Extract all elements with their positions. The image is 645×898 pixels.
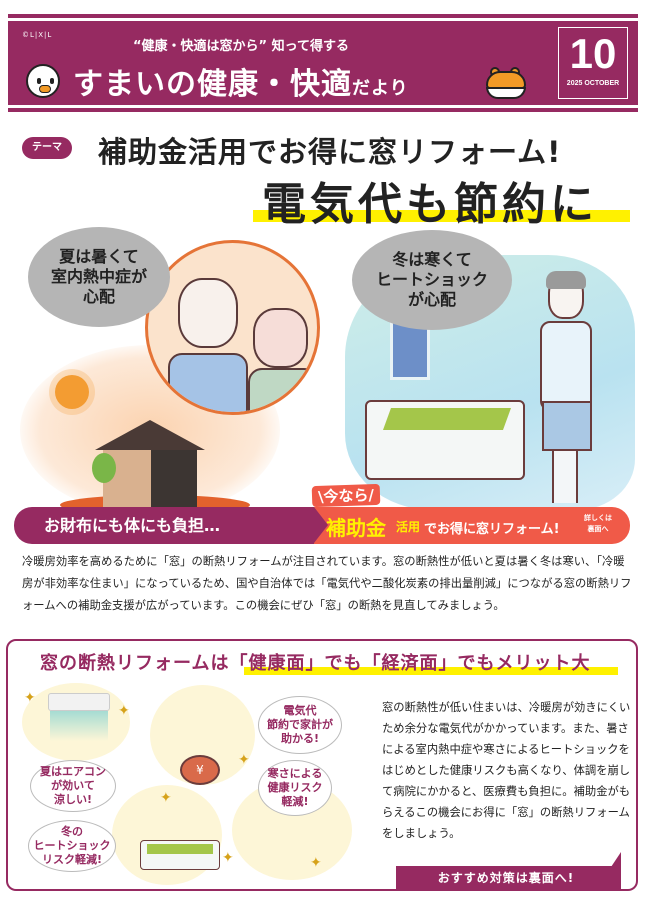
merit-box-title: 窓の断熱リフォームは「健康面」でも「経済面」でもメリット大 bbox=[40, 653, 591, 674]
headline-line1: 補助金活用でお得に窓リフォーム! bbox=[98, 135, 562, 169]
merit-box-body: 窓の断熱性が低い住まいは、冷暖房が効きにくいため余分な電気代がかかっています。ま… bbox=[382, 701, 631, 840]
sun-icon bbox=[55, 375, 89, 409]
speech-bubble-winter: 冬は寒くて ヒートショック が心配 bbox=[352, 230, 512, 330]
sparkle-icon: ✦ bbox=[24, 690, 36, 706]
air-conditioner-icon bbox=[48, 693, 110, 711]
burden-text: お財布にも体にも負担… bbox=[14, 507, 314, 544]
sparkle-icon: ✦ bbox=[222, 850, 234, 866]
sparkle-icon: ✦ bbox=[310, 855, 322, 871]
header-subtitle: “健康・快適は窓から” 知って得する bbox=[133, 39, 349, 54]
banner-arrow-icon bbox=[314, 507, 328, 543]
merit-box bbox=[6, 639, 638, 891]
sparkle-icon: ✦ bbox=[118, 703, 130, 719]
top-rule bbox=[8, 14, 638, 18]
theme-badge: テーマ bbox=[22, 137, 72, 159]
cold-man-illustration bbox=[540, 271, 592, 505]
copyright-label: ©L|X|L bbox=[22, 31, 53, 39]
merit-title-highlight bbox=[244, 667, 618, 675]
sparkle-icon: ✦ bbox=[238, 752, 250, 768]
mini-bathtub-icon bbox=[140, 840, 220, 870]
speech-aircon: 夏はエアコンが効いて涼しい! bbox=[30, 760, 116, 812]
intro-paragraph: 冷暖房効率を高めるために「窓」の断熱リフォームが注目されています。窓の断熱性が低… bbox=[22, 555, 632, 612]
now-label: \今なら/ bbox=[311, 483, 381, 508]
hero-illustration: 夏は暑くて 室内熱中症が 心配 冬は寒くて ヒートショック が心配 bbox=[0, 225, 645, 515]
speech-heatshock: 冬のヒートショックリスク軽減! bbox=[28, 820, 116, 872]
chick-mascot-icon bbox=[26, 64, 60, 98]
katsuyou-word: 活用 bbox=[396, 520, 421, 534]
issue-number: 10 bbox=[569, 30, 617, 77]
headline-highlight bbox=[253, 210, 630, 222]
issue-month: 2025 OCTOBER bbox=[566, 80, 620, 87]
yen-purse-icon: ¥ bbox=[180, 755, 220, 785]
bathtub-illustration bbox=[365, 400, 525, 480]
see-back-note: 詳しくは 裏面へ bbox=[584, 514, 612, 533]
frog-mascot-icon bbox=[486, 67, 526, 99]
speech-bubble-summer: 夏は暑くて 室内熱中症が 心配 bbox=[28, 227, 170, 327]
subsidy-word: 補助金 bbox=[326, 516, 386, 540]
newsletter-header: ©L|X|L “健康・快適は窓から” 知って得する すまいの健康・快適だより 1… bbox=[8, 21, 638, 105]
hot-couple-illustration bbox=[145, 240, 320, 415]
subsidy-rest: でお得に窓リフォーム! bbox=[424, 522, 560, 537]
cool-air bbox=[50, 711, 108, 741]
newsletter-title: すまいの健康・快適だより bbox=[73, 59, 409, 103]
speech-savings: 電気代節約で家計が助かる! bbox=[258, 696, 342, 754]
subsidy-banner: お財布にも体にも負担… 補助金 活用 でお得に窓リフォーム! 詳しくは 裏面へ bbox=[14, 507, 630, 544]
next-page-link[interactable]: おすすめ対策は裏面へ! bbox=[396, 866, 616, 891]
headline-line2: 電気代も節約に bbox=[262, 179, 598, 230]
speech-health: 寒さによる健康リスク軽減! bbox=[258, 760, 332, 816]
subsidy-callout: 補助金 活用 でお得に窓リフォーム! 詳しくは 裏面へ bbox=[314, 507, 630, 544]
tree-icon bbox=[92, 453, 116, 483]
header-bottom-rule bbox=[8, 108, 638, 112]
title-suffix: だより bbox=[352, 78, 409, 99]
title-main: すまいの健康・快適 bbox=[73, 67, 352, 102]
issue-date-box: 10 2025 OCTOBER bbox=[558, 27, 628, 99]
sparkle-icon: ✦ bbox=[160, 790, 172, 806]
